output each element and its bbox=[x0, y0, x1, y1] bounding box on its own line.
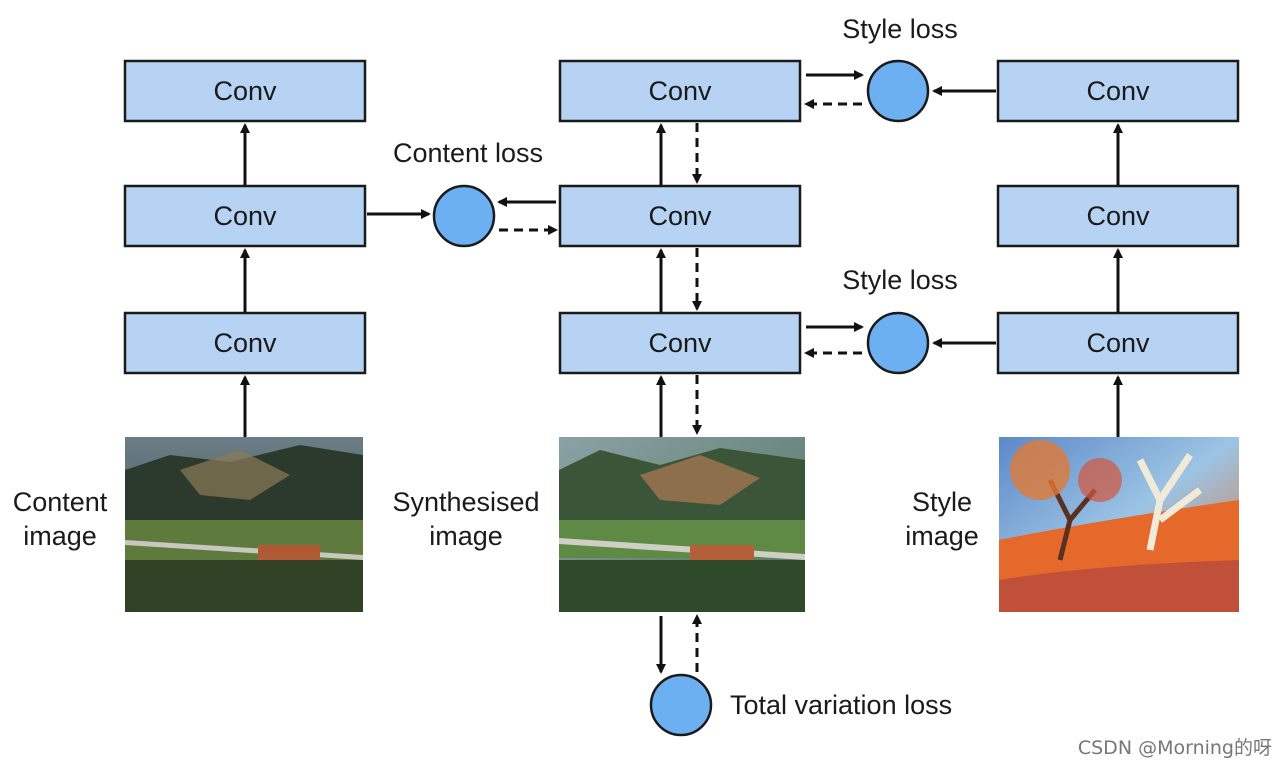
conv-label: Conv bbox=[213, 201, 277, 231]
total-variation-loss-node bbox=[649, 673, 713, 737]
content-loss-label: Content loss bbox=[393, 138, 543, 168]
content-conv-middle: Conv bbox=[123, 184, 367, 248]
style-loss-bottom-label: Style loss bbox=[842, 265, 958, 295]
synthesised-image bbox=[559, 437, 805, 612]
conv-label: Conv bbox=[648, 76, 712, 106]
conv-label: Conv bbox=[1086, 76, 1150, 106]
conv-label: Conv bbox=[213, 76, 277, 106]
conv-label: Conv bbox=[1086, 328, 1150, 358]
content-loss-node bbox=[432, 184, 496, 248]
style-image-label-1: Style bbox=[912, 487, 972, 517]
watermark-text: CSDN @Morning的呀 bbox=[1077, 737, 1272, 759]
synth-image-label-1: Synthesised bbox=[392, 487, 539, 517]
synth-conv-middle: Conv bbox=[558, 184, 802, 248]
synth-conv-bottom: Conv bbox=[558, 311, 802, 375]
conv-label: Conv bbox=[213, 328, 277, 358]
synth-conv-top: Conv bbox=[558, 59, 802, 123]
style-loss-bottom-node bbox=[866, 311, 930, 375]
content-conv-top: Conv bbox=[123, 59, 367, 123]
content-image-label-2: image bbox=[23, 521, 97, 551]
style-conv-middle: Conv bbox=[996, 184, 1240, 248]
conv-label: Conv bbox=[1086, 201, 1150, 231]
style-loss-top-node bbox=[866, 59, 930, 123]
style-loss-top-label: Style loss bbox=[842, 14, 958, 44]
style-conv-top: Conv bbox=[996, 59, 1240, 123]
content-image-label-1: Content bbox=[13, 487, 108, 517]
style-image-label-2: image bbox=[905, 521, 979, 551]
conv-label: Conv bbox=[648, 328, 712, 358]
synth-image-label-2: image bbox=[429, 521, 503, 551]
style-conv-bottom: Conv bbox=[996, 311, 1240, 375]
content-image bbox=[125, 437, 363, 612]
total-variation-loss-label: Total variation loss bbox=[730, 690, 952, 720]
content-conv-bottom: Conv bbox=[123, 311, 367, 375]
conv-label: Conv bbox=[648, 201, 712, 231]
style-image bbox=[999, 437, 1239, 612]
